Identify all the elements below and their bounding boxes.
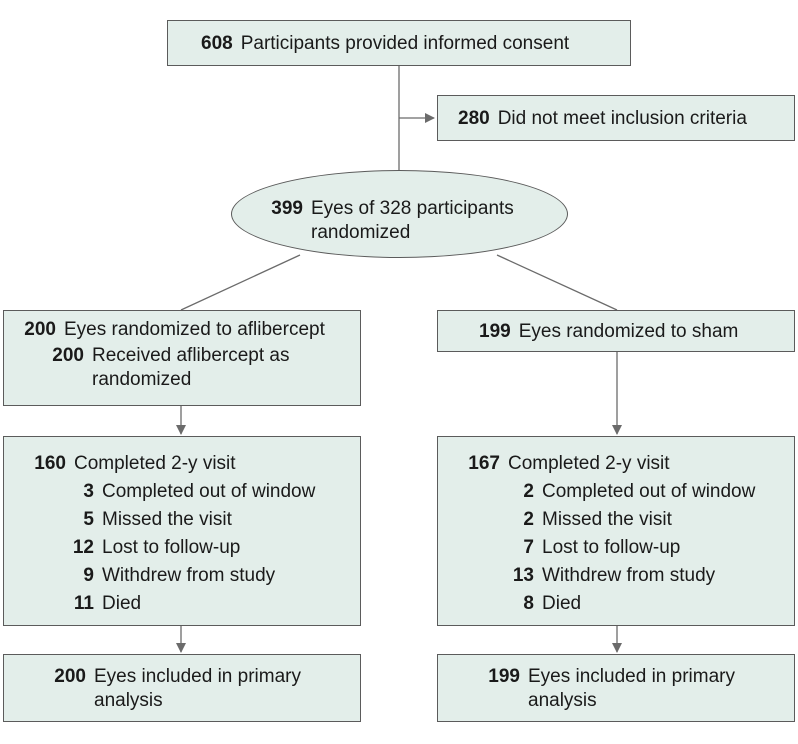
followup-item: 167 Completed 2-y visit xyxy=(468,453,670,474)
aflibercept-analysis-line1: Eyes included in primary xyxy=(94,666,301,687)
sham-analysis-count: 199 xyxy=(488,666,520,687)
sham-text: Eyes randomized to sham xyxy=(518,321,739,342)
consent-box: 608 Participants provided informed conse… xyxy=(167,20,631,66)
aflibercept-analysis-count: 200 xyxy=(54,666,86,687)
sham-analysis-line1: Eyes included in primary xyxy=(528,666,735,687)
followup-item: 160 Completed 2-y visit xyxy=(34,453,236,474)
excluded-count: 280 xyxy=(458,108,490,129)
sham-count: 199 xyxy=(479,321,511,342)
consent-count: 608 xyxy=(201,33,233,54)
sham-followup-box: 167 Completed 2-y visit 2 Completed out … xyxy=(437,436,795,626)
aflibercept-followup-box: 160 Completed 2-y visit 3 Completed out … xyxy=(3,436,361,626)
followup-item: 9 Withdrew from study xyxy=(83,565,276,586)
connector-to-aflibercept xyxy=(180,254,301,311)
randomized-ellipse: 399 Eyes of 328 participants randomized xyxy=(231,170,568,258)
aflibercept-received-line2: randomized xyxy=(92,369,192,390)
aflibercept-received-line1: Received aflibercept as xyxy=(92,345,290,366)
followup-item: 7 Lost to follow-up xyxy=(523,537,681,558)
excluded-text: Did not meet inclusion criteria xyxy=(497,108,747,129)
randomized-line2: randomized xyxy=(311,222,411,243)
followup-item: 2 Missed the visit xyxy=(523,509,672,530)
aflibercept-arm-box: 200 Eyes randomized to aflibercept 200 R… xyxy=(3,310,361,406)
followup-item: 11 Died xyxy=(73,593,142,614)
connector-to-sham xyxy=(496,254,618,311)
followup-item: 5 Missed the visit xyxy=(83,509,232,530)
sham-arm-box: 199 Eyes randomized to sham xyxy=(437,310,795,352)
randomized-count: 399 xyxy=(271,198,303,219)
aflibercept-analysis-line2: analysis xyxy=(94,690,163,711)
sham-analysis-box: 199 Eyes included in primary analysis xyxy=(437,654,795,722)
excluded-box: 280 Did not meet inclusion criteria xyxy=(437,95,795,141)
followup-item: 8 Died xyxy=(523,593,582,614)
followup-item: 3 Completed out of window xyxy=(83,481,316,502)
sham-analysis-line2: analysis xyxy=(528,690,597,711)
aflibercept-text: Eyes randomized to aflibercept xyxy=(64,319,325,340)
aflibercept-received-count: 200 xyxy=(52,345,84,366)
aflibercept-analysis-box: 200 Eyes included in primary analysis xyxy=(3,654,361,722)
aflibercept-count: 200 xyxy=(24,319,56,340)
consent-text: Participants provided informed consent xyxy=(240,33,570,54)
followup-item: 12 Lost to follow-up xyxy=(72,537,241,558)
randomized-line1: Eyes of 328 participants xyxy=(311,198,514,219)
followup-item: 13 Withdrew from study xyxy=(512,565,716,586)
followup-item: 2 Completed out of window xyxy=(523,481,756,502)
